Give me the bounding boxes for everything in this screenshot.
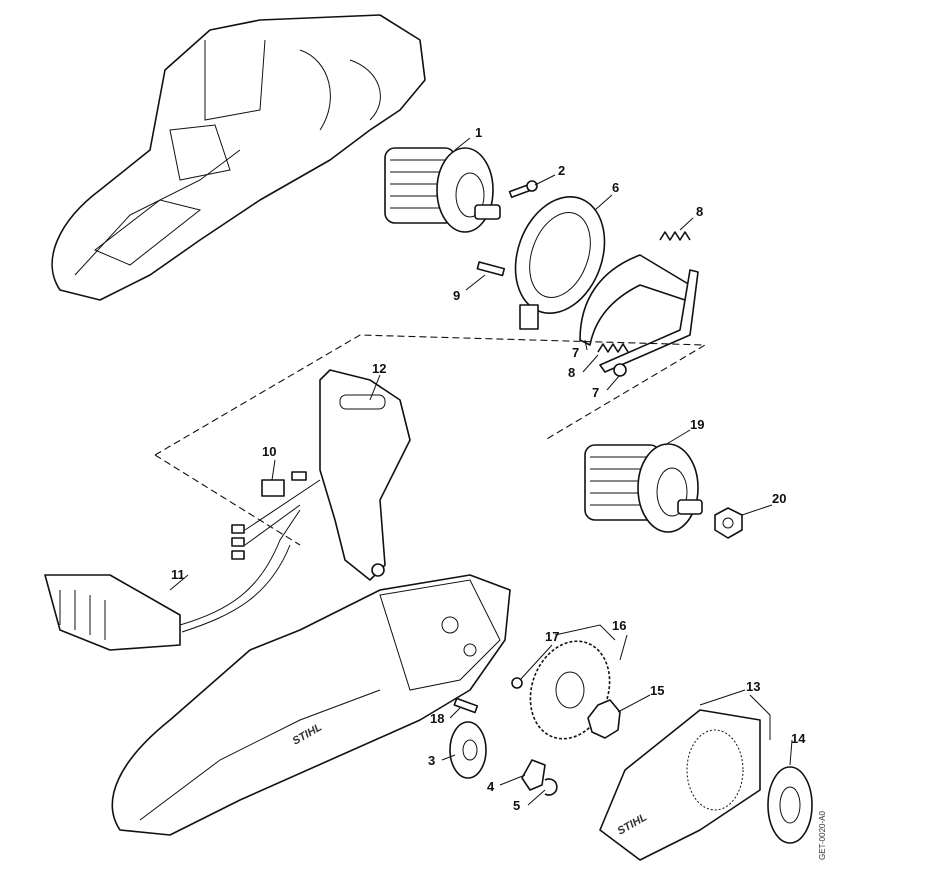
callout-11: 11	[171, 567, 185, 582]
drawing-code: GET-0020-A0	[818, 811, 827, 860]
part-7-brake-lever	[579, 254, 699, 377]
callout-2: 2	[558, 163, 565, 178]
part-1-motor	[384, 147, 501, 233]
callout-1: 1	[475, 125, 482, 140]
callout-6: 6	[612, 180, 619, 195]
part-17-screw	[511, 677, 523, 689]
part-2-screw	[508, 180, 538, 199]
callout-15: 15	[650, 683, 664, 698]
callout-14: 14	[791, 731, 806, 746]
part-4-drive	[521, 759, 546, 791]
motor-housing-lower: STIHL	[111, 574, 511, 836]
callout-5: 5	[513, 798, 520, 813]
part-8-spring-upper	[659, 231, 691, 241]
part-8-spring-lower	[597, 343, 629, 353]
part-15-sprocket	[587, 699, 621, 739]
part-19-motor	[584, 443, 703, 533]
part-9-screw	[476, 261, 506, 277]
callout-8-lower: 8	[568, 365, 575, 380]
part-20-nut	[714, 507, 743, 539]
callout-19: 19	[690, 417, 704, 432]
callout-20: 20	[772, 491, 786, 506]
motor-housing-upper	[51, 14, 426, 301]
part-3-flange	[449, 721, 487, 779]
callout-13: 13	[746, 679, 760, 694]
callout-9: 9	[453, 288, 460, 303]
part-13-sprocket-cover: STIHL	[599, 709, 761, 861]
part-18-screw	[453, 697, 479, 714]
part-12-hand-guard	[319, 369, 411, 581]
callout-7-upper: 7	[572, 345, 579, 360]
callout-12: 12	[372, 361, 386, 376]
callout-3: 3	[428, 753, 435, 768]
part-11-electronics-module	[44, 479, 321, 651]
callout-17: 17	[545, 629, 559, 644]
leader-lines	[169, 137, 793, 806]
callout-16: 16	[612, 618, 626, 633]
callout-8-upper: 8	[696, 204, 703, 219]
part-5-circlip	[544, 778, 558, 796]
part-10-switch	[261, 471, 307, 497]
callout-18: 18	[430, 711, 444, 726]
part-6-brake-housing	[514, 196, 606, 330]
callout-7-lower: 7	[592, 385, 599, 400]
callout-4: 4	[487, 779, 495, 794]
callout-10: 10	[262, 444, 276, 459]
part-14-cap	[767, 766, 813, 844]
assembly-boundary	[154, 334, 707, 546]
